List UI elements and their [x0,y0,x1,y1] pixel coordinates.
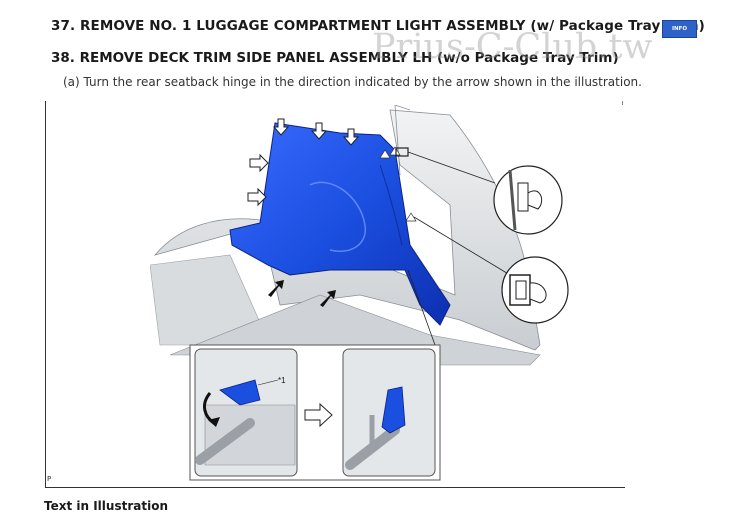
trim-panel-illustration: *1 [150,105,569,481]
seatback-hinge-detail: *1 [189,344,441,481]
white-arrows [247,118,360,207]
illustration-corner-label: P [47,475,52,483]
clip-detail-callout-1 [493,165,563,235]
watermark: Prius-C-Club.tw [372,27,653,67]
black-arrows [268,280,336,307]
step-37-heading: 37. REMOVE NO. 1 LUGGAGE COMPARTMENT LIG… [51,18,705,34]
illustration-frame-left [45,101,46,488]
deck-trim-side-panel [229,122,451,326]
info-button[interactable]: INFO [662,20,697,38]
text-in-illustration-heading: Text in Illustration [44,499,168,513]
callout-label-1: *1 [278,376,286,385]
illustration-frame-bottom [45,487,625,488]
step-a-instruction: (a) Turn the rear seatback hinge in the … [63,75,642,89]
clip-detail-callout-2 [501,256,569,324]
step-38-heading: 38. REMOVE DECK TRIM SIDE PANEL ASSEMBLY… [51,50,619,66]
illustration-frame-tick [622,101,623,105]
